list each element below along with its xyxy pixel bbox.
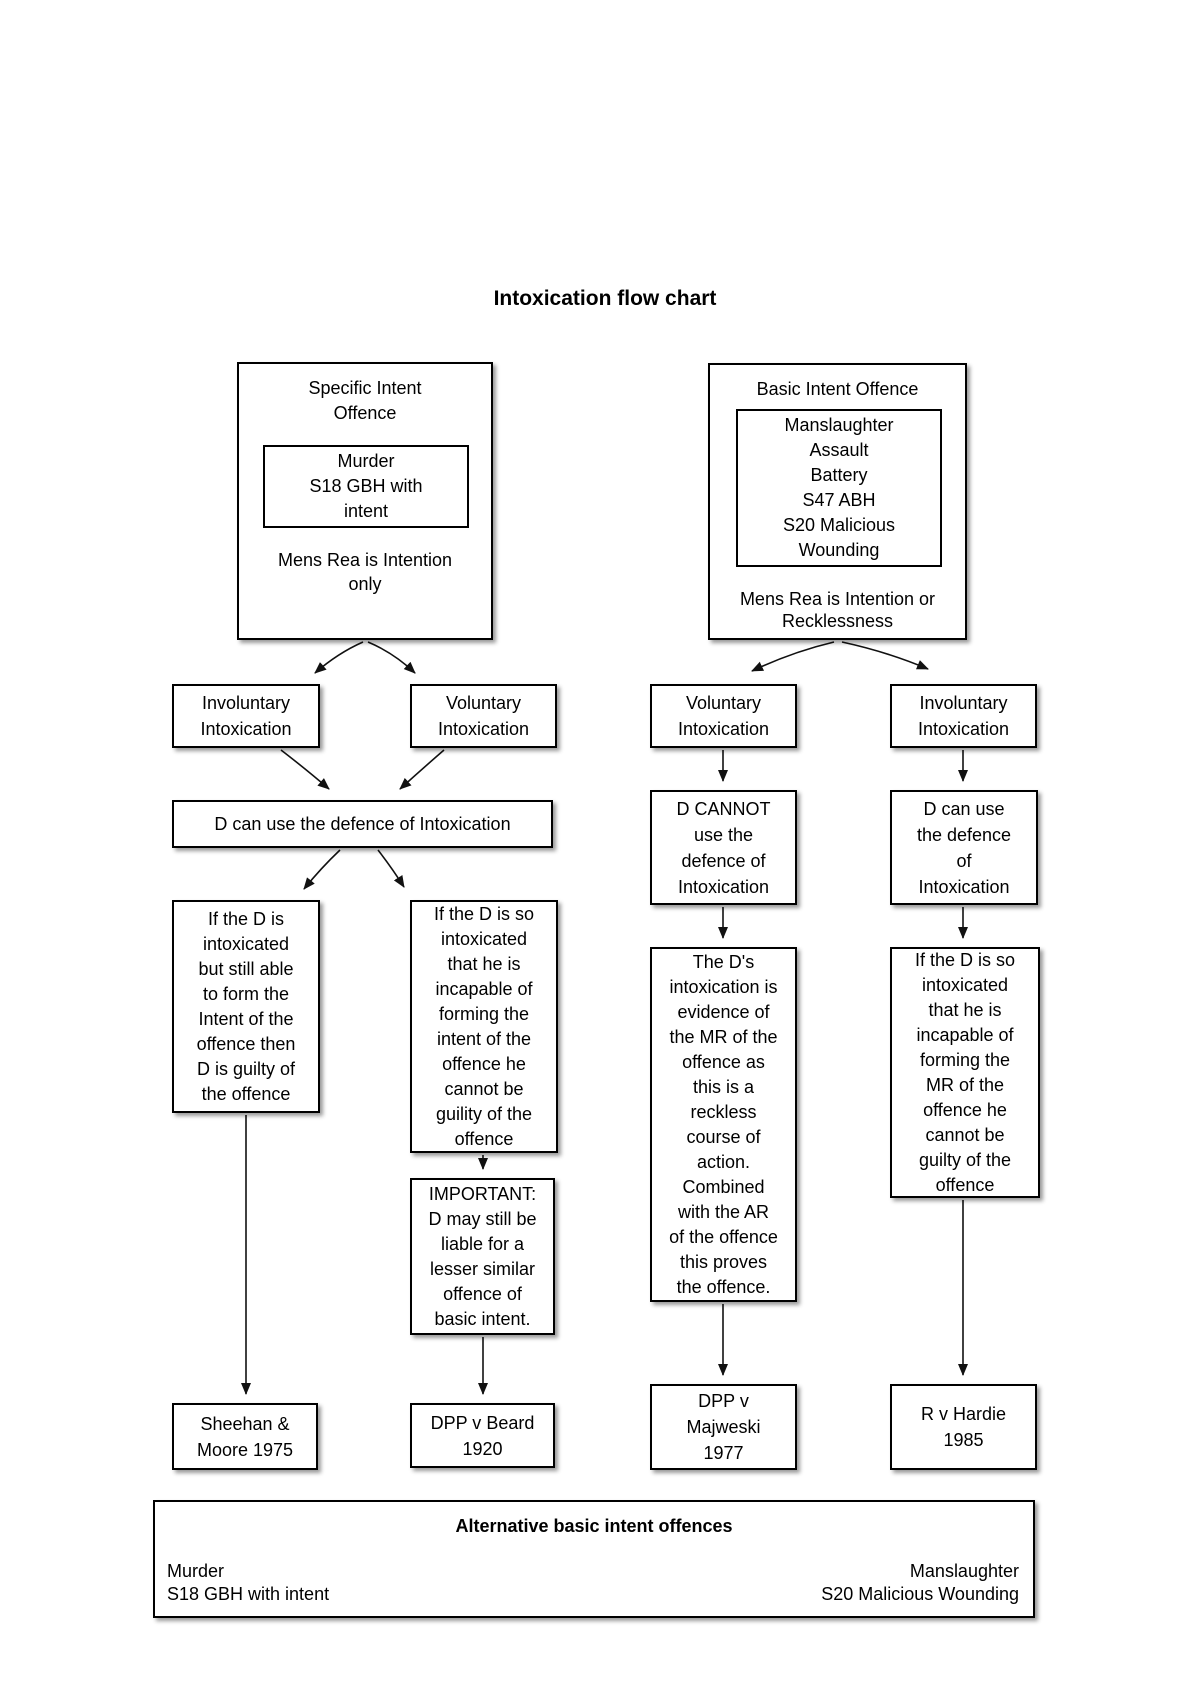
case-dpp-beard-box: DPP v Beard 1920 [410, 1403, 555, 1468]
involuntary-intoxication-right-box: Involuntary Intoxication [890, 684, 1037, 748]
still-able-outcome-box: If the D is intoxicated but still able t… [172, 900, 320, 1113]
arrow-bar-to-still-able [303, 849, 341, 890]
arrow-voluntary-to-defence-bar [399, 749, 445, 790]
specific-mens-rea-label: Mens Rea is Intention only [277, 550, 453, 594]
incapable-intent-outcome-box: If the D is so intoxicated that he is in… [410, 900, 558, 1153]
specific-intent-heading: Specific Intent Offence [308, 378, 422, 423]
defence-available-bar: D can use the defence of Intoxication [172, 800, 553, 848]
page-title: Intoxication flow chart [493, 287, 717, 310]
reckless-evidence-box: The D's intoxication is evidence of the … [650, 947, 797, 1302]
alternative-offences-heading: Alternative basic intent offences [455, 1516, 733, 1536]
voluntary-intoxication-left-box: Voluntary Intoxication [410, 684, 557, 748]
basic-mens-rea-label: Mens Rea is Intention or Recklessness [739, 589, 936, 631]
arrow-basic-to-voluntary [751, 641, 835, 672]
important-note-box: IMPORTANT: D may still be liable for a l… [410, 1178, 555, 1335]
arrow-specific-to-voluntary [367, 641, 416, 674]
case-sheehan-moore-box: Sheehan & Moore 1975 [172, 1403, 318, 1470]
basic-intent-box: Basic Intent Offence Manslaughter Assaul… [708, 363, 967, 640]
specific-intent-offences-box: Murder S18 GBH with intent [263, 445, 469, 528]
arrow-basic-to-involuntary [841, 641, 929, 670]
incapable-mr-outcome-box: If the D is so intoxicated that he is in… [890, 947, 1040, 1198]
can-use-defence-box: D can use the defence of Intoxication [890, 790, 1038, 905]
cannot-use-defence-box: D CANNOT use the defence of Intoxication [650, 790, 797, 905]
arrow-bar-to-incapable-intent [377, 849, 405, 888]
alternative-offences-left-list: Murder S18 GBH with intent [167, 1561, 330, 1604]
alternative-offences-box: Alternative basic intent offences Murder… [153, 1500, 1035, 1618]
involuntary-intoxication-left-box: Involuntary Intoxication [172, 684, 320, 748]
alternative-offences-right-list: Manslaughter S20 Malicious Wounding [821, 1561, 1019, 1604]
case-dpp-majweski-box: DPP v Majweski 1977 [650, 1384, 797, 1470]
specific-intent-box: Specific Intent Offence Murder S18 GBH w… [237, 362, 493, 640]
case-r-v-hardie-box: R v Hardie 1985 [890, 1384, 1037, 1470]
voluntary-intoxication-right-box: Voluntary Intoxication [650, 684, 797, 748]
arrow-specific-to-involuntary [314, 641, 364, 674]
basic-intent-heading: Basic Intent Offence [756, 379, 919, 399]
basic-intent-offences-box: Manslaughter Assault Battery S47 ABH S20… [736, 409, 942, 567]
arrow-involuntary-to-defence-bar [280, 749, 330, 790]
